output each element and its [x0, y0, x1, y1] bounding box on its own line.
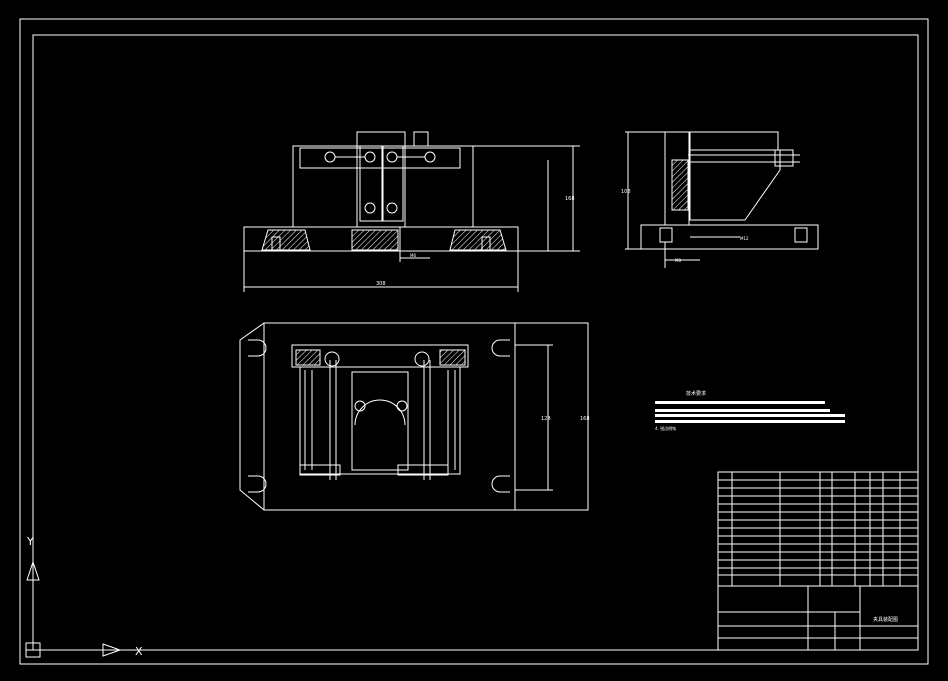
- side-note-top: M12: [740, 236, 749, 241]
- ucs-y-label: Y: [26, 535, 34, 548]
- side-view: [625, 131, 819, 268]
- front-height-dim-text: 168: [565, 196, 575, 202]
- tech-requirements: 技术要求 4. 锐边倒钝: [655, 390, 845, 431]
- top-view: [239, 322, 589, 511]
- top-outer-dim-text: 168: [580, 416, 590, 422]
- title-block: [717, 471, 919, 651]
- front-hole-note: M6: [410, 253, 416, 258]
- side-height-dim-text: 108: [621, 189, 631, 195]
- top-inner-dim-text: 128: [541, 416, 551, 422]
- ucs-x-label: X: [135, 645, 143, 658]
- ucs-icon: [25, 540, 140, 658]
- tech-req-title: 技术要求: [686, 390, 706, 397]
- side-note-bottom: M8: [675, 258, 681, 263]
- front-width-dim-text: 308: [376, 281, 386, 287]
- tech-req-item4: 4. 锐边倒钝: [655, 425, 676, 431]
- front-view: [243, 131, 580, 292]
- drawing-frame: [19, 18, 929, 665]
- title-block-drawing-name: 夹具装配图: [873, 616, 898, 623]
